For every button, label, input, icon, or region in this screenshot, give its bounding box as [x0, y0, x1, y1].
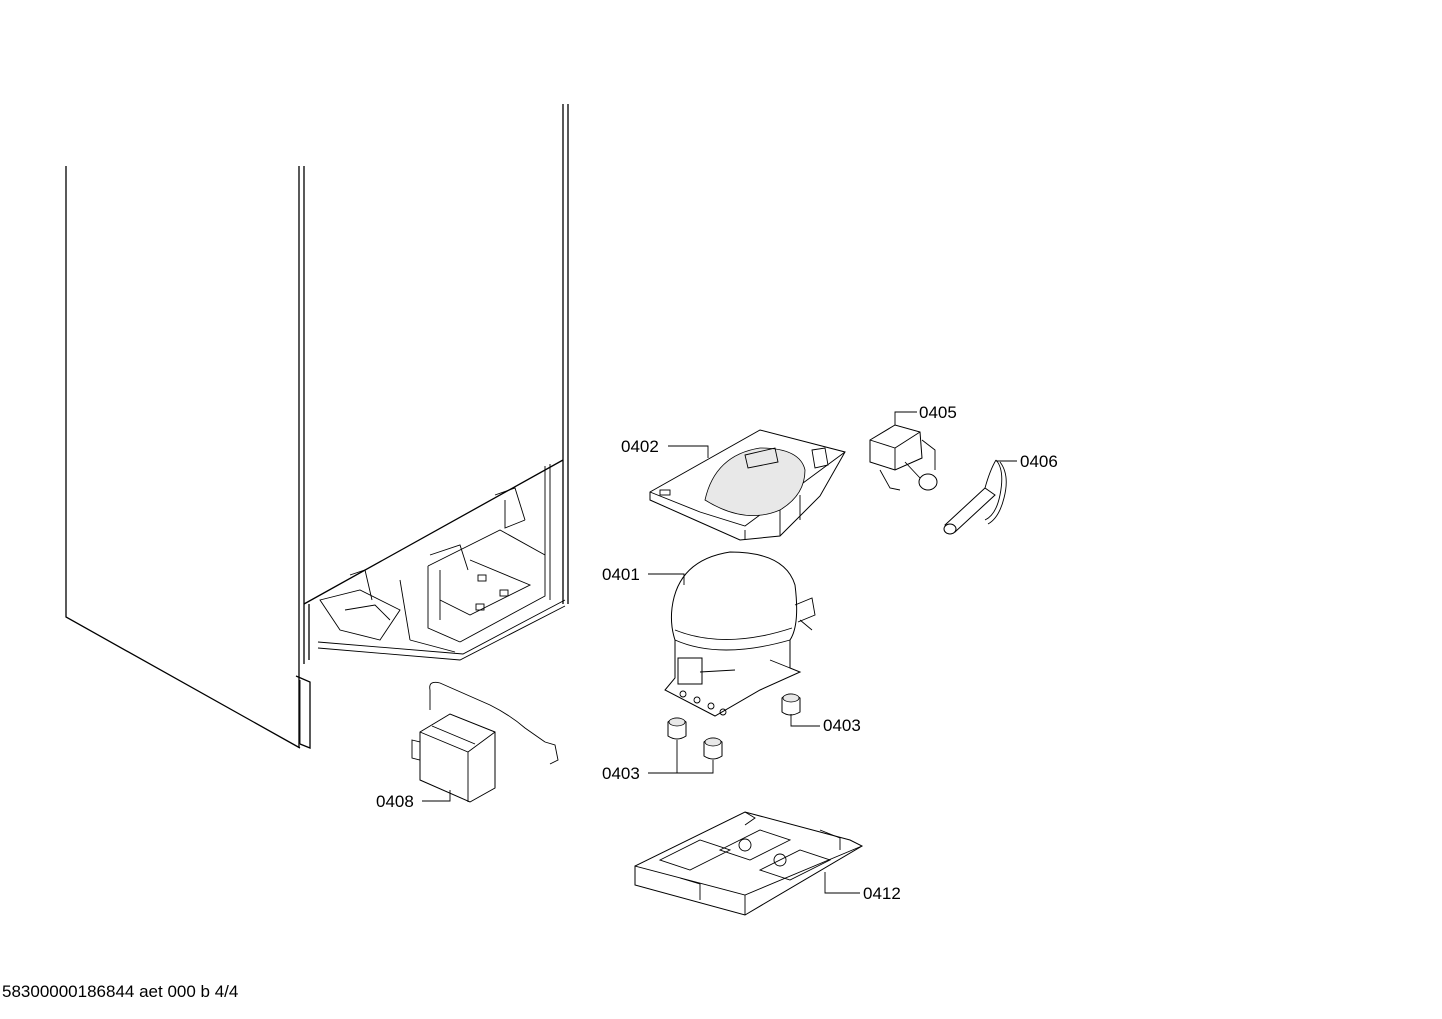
sensor-part	[943, 459, 1007, 535]
part-labels: 0402 0405 0406 0401 0403 0403 0408 0412	[376, 403, 1058, 903]
label-0401: 0401	[602, 565, 640, 584]
label-0402: 0402	[621, 437, 659, 456]
label-0405: 0405	[919, 403, 957, 422]
label-0412: 0412	[863, 884, 901, 903]
appliance-cabinet	[65, 104, 569, 749]
damper-parts	[667, 693, 801, 760]
electronics-box	[411, 681, 559, 803]
compressor-niche	[317, 464, 566, 661]
label-0406: 0406	[1020, 452, 1058, 471]
compressor-part	[664, 551, 816, 717]
label-0403-left: 0403	[602, 764, 640, 783]
document-footer: 58300000186844 aet 000 b 4/4	[2, 982, 238, 1001]
base-plate	[634, 811, 864, 916]
relay-part	[869, 424, 938, 491]
label-0408: 0408	[376, 792, 414, 811]
leader-lines	[422, 411, 1017, 894]
label-0403-right: 0403	[823, 716, 861, 735]
compressor-cover	[649, 429, 846, 541]
